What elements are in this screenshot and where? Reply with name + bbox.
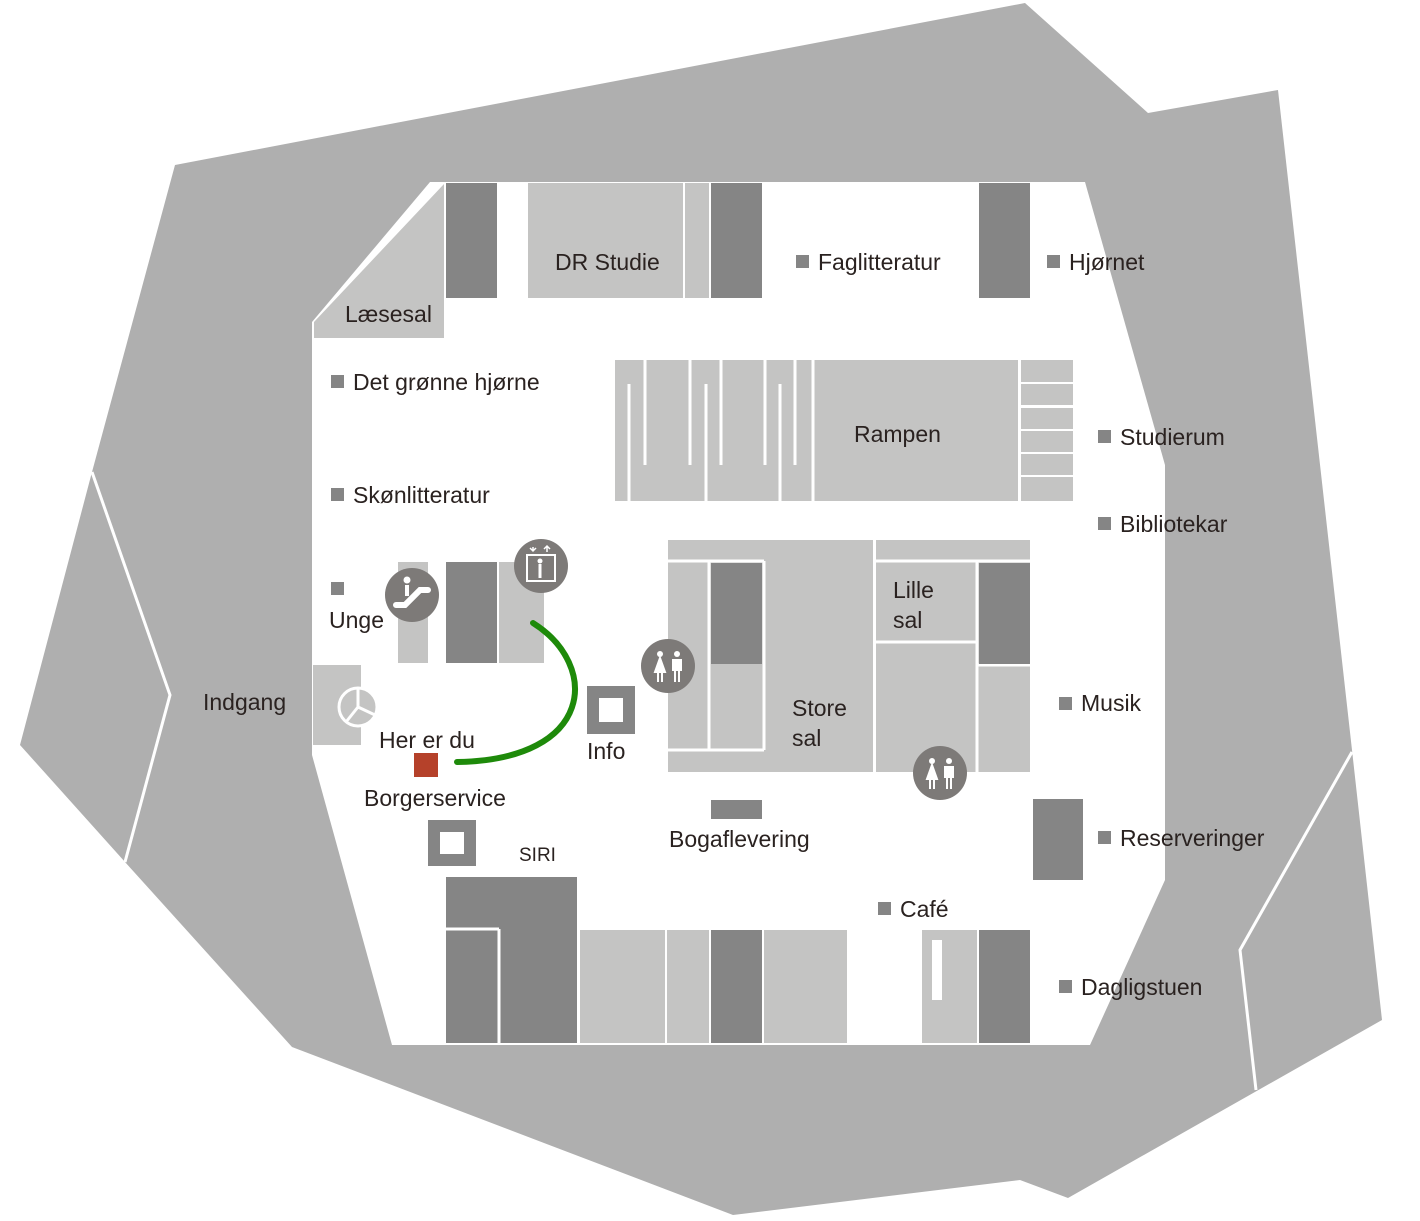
building-divider	[1238, 751, 1354, 1091]
room-block	[711, 563, 762, 664]
label-faglitteratur[interactable]: Faglitteratur	[818, 249, 941, 275]
label-reserveringer[interactable]: Reserveringer	[1120, 825, 1265, 851]
toilet-icon[interactable]	[641, 639, 695, 693]
room-block	[979, 930, 1030, 1043]
room-block	[446, 562, 497, 663]
label-markers	[331, 255, 1111, 993]
label-indgang: Indgang	[203, 689, 286, 715]
label-bogaflevering: Bogaflevering	[669, 826, 810, 852]
cafe-counter	[932, 940, 942, 1000]
label-musik[interactable]: Musik	[1081, 690, 1142, 716]
room-dr-studie[interactable]	[528, 183, 683, 298]
room-siri[interactable]	[446, 877, 577, 1043]
room-block	[446, 183, 497, 298]
room-block	[711, 183, 762, 298]
bogaflevering-counter[interactable]	[711, 800, 762, 819]
reserveringer-shelf[interactable]	[1033, 799, 1083, 880]
room-block	[764, 930, 847, 1043]
label-store-sal-2: sal	[792, 725, 821, 751]
room-block	[667, 930, 709, 1043]
info-desk[interactable]	[587, 686, 635, 734]
room-block	[979, 563, 1030, 664]
label-her-er-du: Her er du	[379, 727, 475, 753]
room-rampen[interactable]	[615, 360, 1018, 501]
room-cafe[interactable]	[922, 930, 977, 1043]
route-line	[454, 620, 578, 765]
building-divider	[90, 471, 172, 863]
label-rampen: Rampen	[854, 421, 941, 447]
label-lille-sal-1: Lille	[893, 577, 934, 603]
room-block	[685, 183, 709, 298]
store-sal-lines	[668, 559, 766, 752]
label-cafe[interactable]: Café	[900, 896, 949, 922]
room-block	[711, 930, 762, 1043]
label-hjoernet[interactable]: Hjørnet	[1069, 249, 1145, 275]
label-laesesal: Læsesal	[345, 301, 432, 327]
you-are-here-marker	[414, 753, 438, 777]
label-skoenlitteratur[interactable]: Skønlitteratur	[353, 482, 490, 508]
label-borgerservice: Borgerservice	[364, 785, 506, 811]
room-laesesal[interactable]	[314, 184, 444, 338]
escalator-icon[interactable]	[385, 568, 439, 622]
label-dagligstuen[interactable]: Dagligstuen	[1081, 974, 1202, 1000]
label-studierum[interactable]: Studierum	[1120, 424, 1225, 450]
label-unge[interactable]: Unge	[329, 607, 384, 633]
label-siri: SIRI	[519, 845, 556, 866]
label-lille-sal-2: sal	[893, 607, 922, 633]
room-store-sal[interactable]	[668, 540, 873, 772]
label-bibliotekar[interactable]: Bibliotekar	[1120, 511, 1228, 537]
rampen-lines	[627, 360, 815, 501]
elevator-icon[interactable]	[514, 539, 568, 593]
label-info: Info	[587, 738, 625, 764]
toilet-icon[interactable]	[913, 746, 967, 800]
revolving-door-icon	[337, 686, 379, 728]
label-store-sal-1: Store	[792, 695, 847, 721]
rampen-steps	[1021, 360, 1073, 501]
room-block	[979, 183, 1030, 298]
lille-sal-lines	[876, 559, 1030, 772]
label-det-groenne-hjoerne[interactable]: Det grønne hjørne	[353, 369, 540, 395]
room-block	[580, 930, 665, 1043]
borgerservice-desk[interactable]	[428, 820, 476, 866]
label-dr-studie: DR Studie	[555, 249, 660, 275]
